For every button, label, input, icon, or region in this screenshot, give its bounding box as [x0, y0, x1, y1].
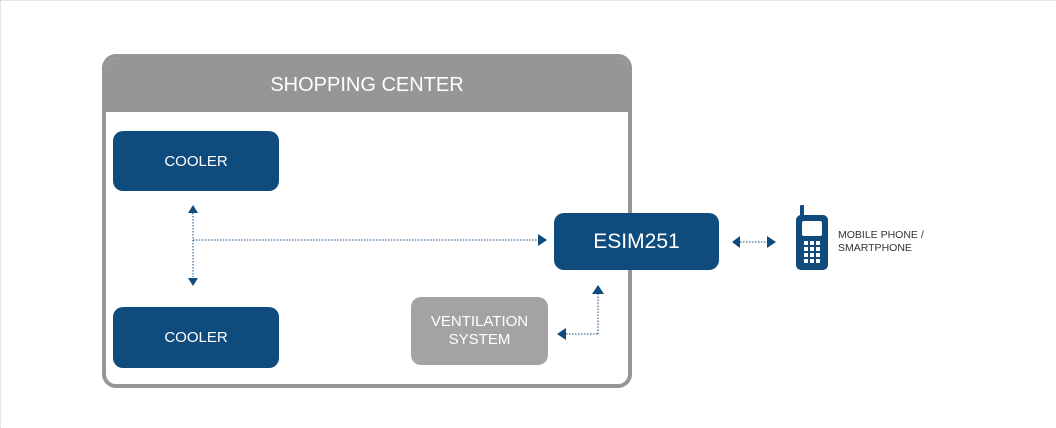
arrowhead-down-cooler	[188, 278, 198, 286]
shopping-center-title: SHOPPING CENTER	[106, 58, 628, 112]
arrowhead-left-mobile	[732, 236, 740, 248]
cooler-bottom-box: COOLER	[113, 307, 279, 368]
arrowhead-left-ventilation	[557, 328, 566, 340]
ventilation-system-box: VENTILATION SYSTEM	[411, 297, 548, 365]
mobile-phone-label: MOBILE PHONE / SMARTPHONE	[838, 229, 924, 254]
arrowhead-up-cooler	[188, 205, 198, 213]
arrowhead-right-esim	[538, 234, 547, 246]
mobile-phone-icon	[796, 205, 828, 270]
cooler-top-box: COOLER	[113, 131, 279, 191]
esim251-box: ESIM251	[554, 213, 719, 270]
arrowhead-up-esim	[592, 285, 604, 294]
arrowhead-right-mobile	[767, 236, 776, 248]
